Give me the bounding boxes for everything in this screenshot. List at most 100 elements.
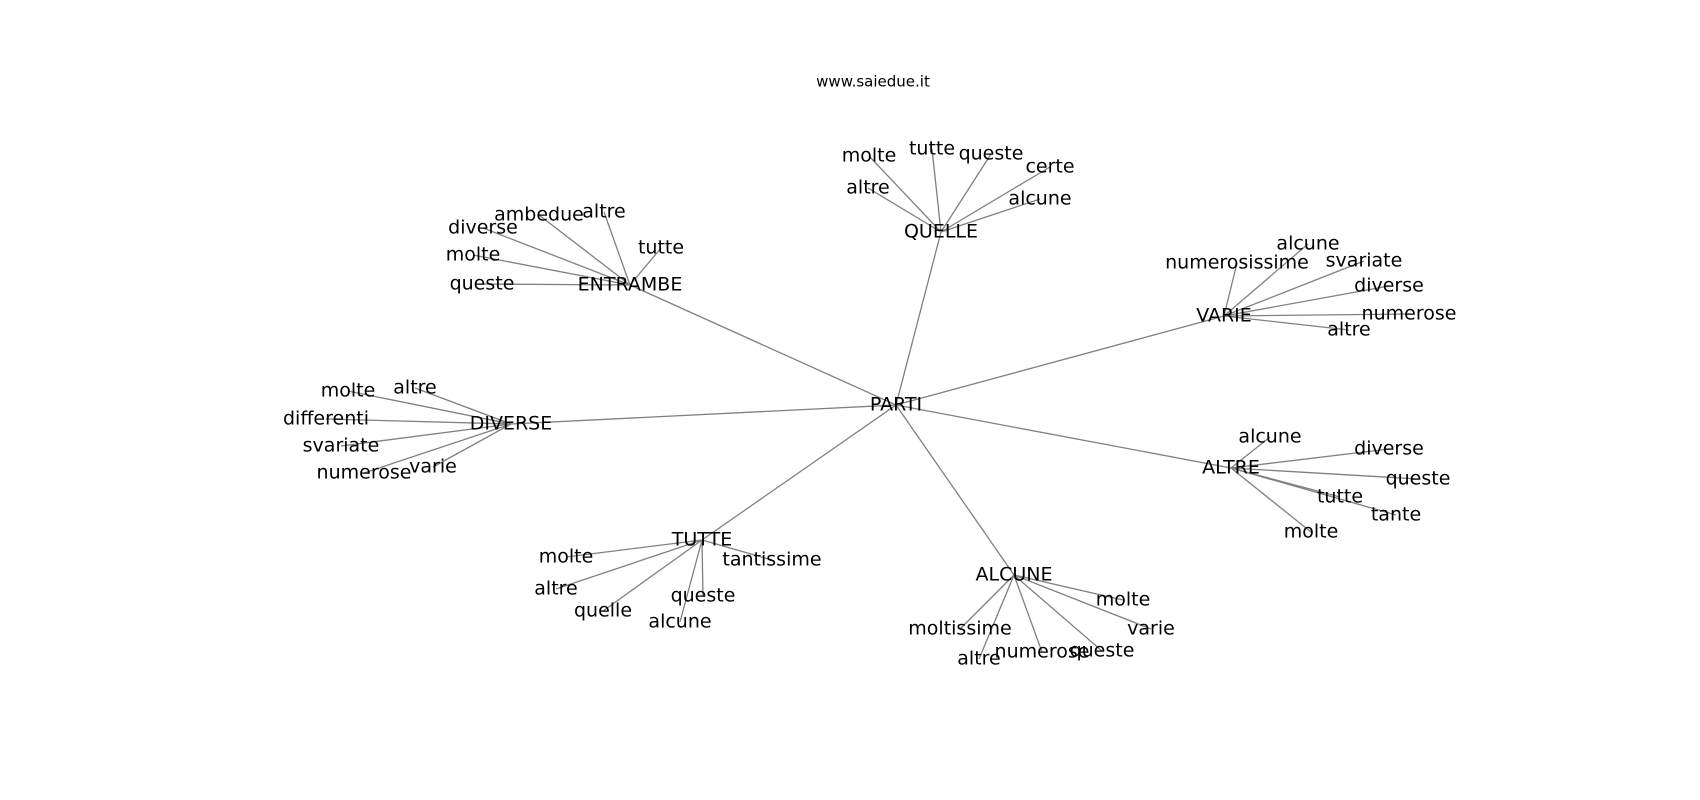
leaf-node-quelle-queste: queste [959, 143, 1024, 165]
leaf-node-entrambe-diverse: diverse [448, 217, 518, 239]
leaf-node-entrambe-altre: altre [582, 201, 625, 223]
edge-alcune-numerose [1013, 574, 1043, 653]
leaf-node-alcune-molte: molte [1096, 589, 1151, 611]
edge-altre-tante [1230, 467, 1397, 516]
edge-varie-altre [1223, 315, 1350, 331]
leaf-node-alcune-queste: queste [1070, 640, 1135, 662]
edge-root-quelle [895, 231, 942, 406]
edge-entrambe-ambedue [538, 214, 631, 286]
leaf-node-varie-altre: altre [1327, 319, 1370, 341]
leaf-node-altre-tante: tante [1371, 504, 1421, 526]
edge-tutte-alcune [679, 539, 703, 623]
leaf-node-tutte-molte: molte [539, 546, 594, 568]
hub-node-entrambe: ENTRAMBE [578, 274, 683, 296]
hub-node-alcune: ALCUNE [976, 564, 1053, 586]
leaf-node-altre-diverse: diverse [1354, 438, 1424, 460]
edge-alcune-moltissime [959, 574, 1015, 630]
leaf-node-diverse-molte: molte [321, 380, 376, 402]
leaf-node-altre-molte: molte [1284, 521, 1339, 543]
edge-root-tutte [701, 404, 897, 541]
edge-varie-alcune [1223, 243, 1309, 317]
edge-quelle-molte [868, 155, 942, 233]
leaf-node-varie-diverse: diverse [1354, 275, 1424, 297]
edge-root-varie [895, 315, 1225, 406]
hub-node-diverse: DIVERSE [470, 413, 553, 435]
leaf-node-entrambe-queste: queste [450, 273, 515, 295]
leaf-node-alcune-numerose: numerose [995, 641, 1090, 663]
leaf-node-diverse-varie: varie [409, 456, 457, 478]
edge-quelle-certe [940, 166, 1051, 233]
edge-diverse-molte [347, 390, 512, 425]
leaf-node-quelle-alcune: alcune [1008, 188, 1071, 210]
leaf-node-tutte-quelle: quelle [574, 600, 632, 622]
leaf-node-entrambe-tutte: tutte [638, 237, 684, 259]
edge-entrambe-tutte [629, 247, 662, 286]
leaf-node-quelle-molte: molte [842, 145, 897, 167]
leaf-node-entrambe-ambedue: ambedue [494, 204, 584, 226]
leaf-node-altre-queste: queste [1386, 468, 1451, 490]
edge-altre-alcune [1230, 436, 1271, 469]
edge-tutte-altre [555, 539, 703, 590]
edge-quelle-tutte [931, 148, 942, 233]
edge-tutte-quelle [602, 539, 703, 612]
edge-alcune-varie [1013, 574, 1152, 630]
leaf-node-quelle-altre: altre [846, 177, 889, 199]
edge-root-diverse [510, 404, 897, 425]
hub-node-altre: ALTRE [1202, 457, 1260, 479]
edge-entrambe-altre [603, 211, 631, 286]
leaf-node-diverse-altre: altre [393, 377, 436, 399]
edge-tutte-tantissime [701, 539, 773, 561]
leaf-node-varie-numerosissime: numerosissime [1165, 252, 1309, 274]
edge-quelle-altre [867, 187, 942, 233]
edge-altre-diverse [1230, 448, 1390, 469]
edge-diverse-differenti [325, 418, 512, 425]
leaf-node-varie-numerose: numerose [1362, 303, 1457, 325]
leaf-node-tutte-altre: altre [534, 578, 577, 600]
edge-alcune-molte [1013, 574, 1124, 601]
leaf-node-tutte-alcune: alcune [648, 611, 711, 633]
edge-quelle-alcune [940, 198, 1041, 233]
edge-diverse-altre [414, 387, 512, 425]
edge-entrambe-diverse [482, 227, 631, 286]
edge-alcune-queste [1013, 574, 1103, 652]
leaf-node-diverse-differenti: differenti [283, 408, 369, 430]
edge-altre-queste [1230, 467, 1419, 480]
leaf-node-quelle-tutte: tutte [909, 138, 955, 160]
leaf-node-altre-tutte: tutte [1317, 486, 1363, 508]
edge-root-alcune [895, 404, 1015, 576]
leaf-node-altre-alcune: alcune [1238, 426, 1301, 448]
leaf-node-diverse-svariate: svariate [303, 435, 380, 457]
leaf-node-entrambe-molte: molte [446, 244, 501, 266]
edge-varie-diverse [1223, 285, 1390, 317]
leaf-node-tutte-tantissime: tantissime [722, 549, 821, 571]
edge-varie-svariate [1223, 260, 1365, 317]
edge-entrambe-queste [481, 283, 631, 286]
edge-tutte-molte [565, 539, 703, 558]
edge-altre-molte [1230, 467, 1312, 533]
leaf-node-alcune-altre: altre [957, 648, 1000, 670]
edge-diverse-varie [432, 423, 512, 468]
edge-entrambe-molte [472, 254, 631, 286]
leaf-node-varie-alcune: alcune [1276, 233, 1339, 255]
hub-node-tutte: TUTTE [671, 529, 732, 551]
hub-node-varie: VARIE [1196, 305, 1252, 327]
root-node-label: PARTI [870, 394, 922, 416]
leaf-node-alcune-varie: varie [1127, 618, 1175, 640]
edge-root-altre [895, 404, 1232, 469]
leaf-node-varie-svariate: svariate [1326, 250, 1403, 272]
edge-varie-numerosissime [1223, 262, 1238, 317]
edge-tutte-queste [701, 539, 704, 597]
leaf-node-diverse-numerose: numerose [317, 462, 412, 484]
edge-alcune-altre [978, 574, 1015, 660]
hub-node-quelle: QUELLE [904, 221, 978, 243]
edges [325, 148, 1419, 660]
edge-diverse-numerose [363, 423, 512, 474]
edge-quelle-queste [940, 153, 992, 233]
leaf-node-quelle-certe: certe [1025, 156, 1074, 178]
edge-diverse-svariate [340, 423, 512, 447]
edge-root-entrambe [629, 284, 897, 406]
credit-text: www.saiedue.it [816, 73, 930, 91]
leaf-node-alcune-moltissime: moltissime [908, 618, 1011, 640]
